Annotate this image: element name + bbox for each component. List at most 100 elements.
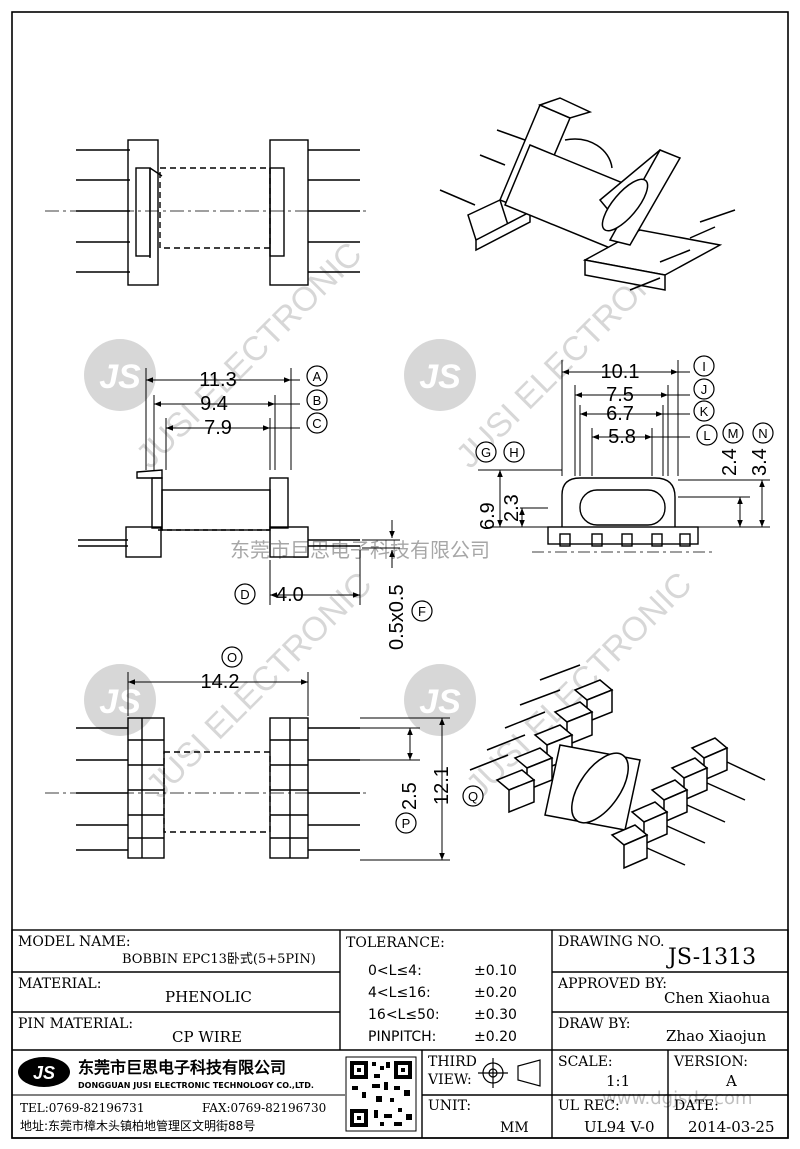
tolerance-value-2: ±0.30 bbox=[474, 1007, 517, 1023]
dim-letter-H: H bbox=[503, 441, 525, 463]
dim-letter-G: G bbox=[475, 441, 497, 463]
dim-letter-B: B bbox=[306, 389, 328, 411]
svg-text:B: B bbox=[313, 393, 322, 408]
drawing-no-value: JS-1313 bbox=[666, 945, 756, 970]
svg-text:D: D bbox=[240, 587, 249, 602]
dim-letter-F: F bbox=[411, 600, 433, 622]
side-view-dims bbox=[478, 360, 770, 528]
company-address: 地址:东莞市樟木头镇柏地管理区文明街88号 bbox=[20, 1118, 255, 1133]
version-value: A bbox=[725, 1072, 737, 1090]
dim-letter-P: P bbox=[395, 812, 417, 834]
ul-rec-label: UL REC: bbox=[558, 1098, 620, 1114]
dim-O-value: 14.2 bbox=[201, 671, 240, 693]
title-block bbox=[11, 929, 789, 1139]
front-view bbox=[78, 469, 360, 558]
svg-text:N: N bbox=[758, 426, 767, 441]
front-view-dims bbox=[145, 368, 400, 605]
bottom-view-dims bbox=[127, 672, 450, 861]
svg-text:JS: JS bbox=[33, 1063, 55, 1083]
version-label: VERSION: bbox=[673, 1054, 748, 1070]
svg-text:M: M bbox=[728, 426, 739, 441]
approved-by-value: Chen Xiaohua bbox=[664, 989, 770, 1007]
svg-text:I: I bbox=[702, 359, 706, 374]
third-view-label-1: THIRD bbox=[428, 1054, 477, 1070]
dim-M-value: 2.4 bbox=[719, 448, 741, 476]
company-tel: TEL:0769-82196731 bbox=[20, 1101, 144, 1115]
dim-G-value: 6.9 bbox=[477, 502, 499, 530]
tolerance-range-3: PINPITCH: bbox=[368, 1029, 436, 1045]
company-name-cn: 东莞市巨思电子科技有限公司 bbox=[78, 1058, 286, 1077]
watermark-brand: JUSI ELECTRONIC bbox=[139, 565, 380, 806]
dim-F-value: 0.5x0.5 bbox=[386, 584, 408, 650]
tolerance-label: TOLERANCE: bbox=[346, 935, 445, 951]
third-view-label-2: VIEW: bbox=[427, 1072, 472, 1088]
svg-text:C: C bbox=[312, 416, 321, 431]
date-value: 2014-03-25 bbox=[688, 1118, 774, 1136]
svg-text:A: A bbox=[313, 369, 322, 384]
material-label: MATERIAL: bbox=[18, 976, 101, 992]
svg-text:JS: JS bbox=[419, 683, 461, 721]
company-name-en: DONGGUAN JUSI ELECTRONIC TECHNOLOGY CO.,… bbox=[78, 1081, 314, 1090]
bottom-view bbox=[45, 717, 370, 859]
dim-J-value: 7.5 bbox=[606, 384, 634, 406]
dim-C-value: 7.9 bbox=[204, 417, 232, 439]
side-view bbox=[532, 477, 715, 553]
dim-I-value: 10.1 bbox=[601, 361, 640, 383]
svg-text:P: P bbox=[402, 816, 411, 831]
dim-K-value: 6.7 bbox=[606, 403, 634, 425]
dim-letter-J: J bbox=[693, 378, 715, 400]
svg-text:L: L bbox=[703, 428, 710, 443]
top-view bbox=[45, 139, 370, 286]
qr-code bbox=[345, 1056, 417, 1132]
watermark-site: www.dgjsdz.com bbox=[602, 1088, 753, 1109]
iso-view-bottom bbox=[469, 664, 766, 870]
tolerance-value-1: ±0.20 bbox=[474, 985, 517, 1001]
model-name-value: BOBBIN EPC13卧式(5+5PIN) bbox=[122, 952, 316, 967]
watermark-brand: JUSI ELECTRONIC bbox=[129, 235, 370, 476]
dim-B-value: 9.4 bbox=[200, 393, 228, 415]
date-label: DATE: bbox=[674, 1098, 719, 1114]
svg-text:K: K bbox=[700, 404, 709, 419]
dim-D-value: 4.0 bbox=[276, 584, 304, 606]
svg-text:G: G bbox=[481, 445, 491, 460]
dim-P-value: 2.5 bbox=[399, 782, 421, 810]
dim-letter-N: N bbox=[752, 422, 774, 444]
dim-L-value: 5.8 bbox=[608, 426, 636, 448]
material-value: PHENOLIC bbox=[165, 988, 252, 1006]
tolerance-value-0: ±0.10 bbox=[474, 963, 517, 979]
company-logo: JS bbox=[18, 1057, 70, 1087]
draw-by-label: DRAW BY: bbox=[558, 1016, 630, 1032]
scale-label: SCALE: bbox=[558, 1054, 613, 1070]
svg-text:JS: JS bbox=[419, 358, 461, 396]
tolerance-value-3: ±0.20 bbox=[474, 1029, 517, 1045]
pin-material-value: CP WIRE bbox=[172, 1028, 242, 1046]
unit-value: MM bbox=[500, 1120, 529, 1136]
dim-letter-C: C bbox=[306, 412, 328, 434]
tolerance-range-2: 16<L≤50: bbox=[368, 1007, 440, 1023]
tolerance-range-0: 0<L≤4: bbox=[368, 963, 422, 979]
pin-material-label: PIN MATERIAL: bbox=[18, 1016, 133, 1032]
svg-text:O: O bbox=[227, 650, 237, 665]
company-fax: FAX:0769-82196730 bbox=[202, 1101, 326, 1115]
unit-label: UNIT: bbox=[428, 1098, 471, 1114]
dim-letter-A: A bbox=[306, 365, 328, 387]
dim-A-value: 11.3 bbox=[199, 369, 236, 391]
drawing-no-label: DRAWING NO. bbox=[558, 934, 664, 950]
ul-rec-value: UL94 V-0 bbox=[584, 1118, 655, 1136]
iso-view-top bbox=[439, 97, 736, 291]
draw-by-value: Zhao Xiaojun bbox=[666, 1027, 767, 1045]
dim-letter-K: K bbox=[693, 400, 715, 422]
svg-text:Q: Q bbox=[468, 789, 478, 804]
scale-value: 1:1 bbox=[606, 1072, 630, 1090]
dim-Q-value: 12.1 bbox=[431, 766, 453, 805]
svg-text:H: H bbox=[509, 445, 518, 460]
tolerance-range-1: 4<L≤16: bbox=[368, 985, 431, 1001]
model-name-label: MODEL NAME: bbox=[18, 934, 131, 950]
svg-text:JS: JS bbox=[99, 358, 141, 396]
svg-text:JS: JS bbox=[99, 683, 141, 721]
approved-by-label: APPROVED BY: bbox=[557, 976, 667, 992]
third-angle-projection-icon bbox=[478, 1058, 541, 1088]
dim-H-value: 2.3 bbox=[501, 494, 523, 522]
dim-letter-Q: Q bbox=[462, 785, 484, 807]
